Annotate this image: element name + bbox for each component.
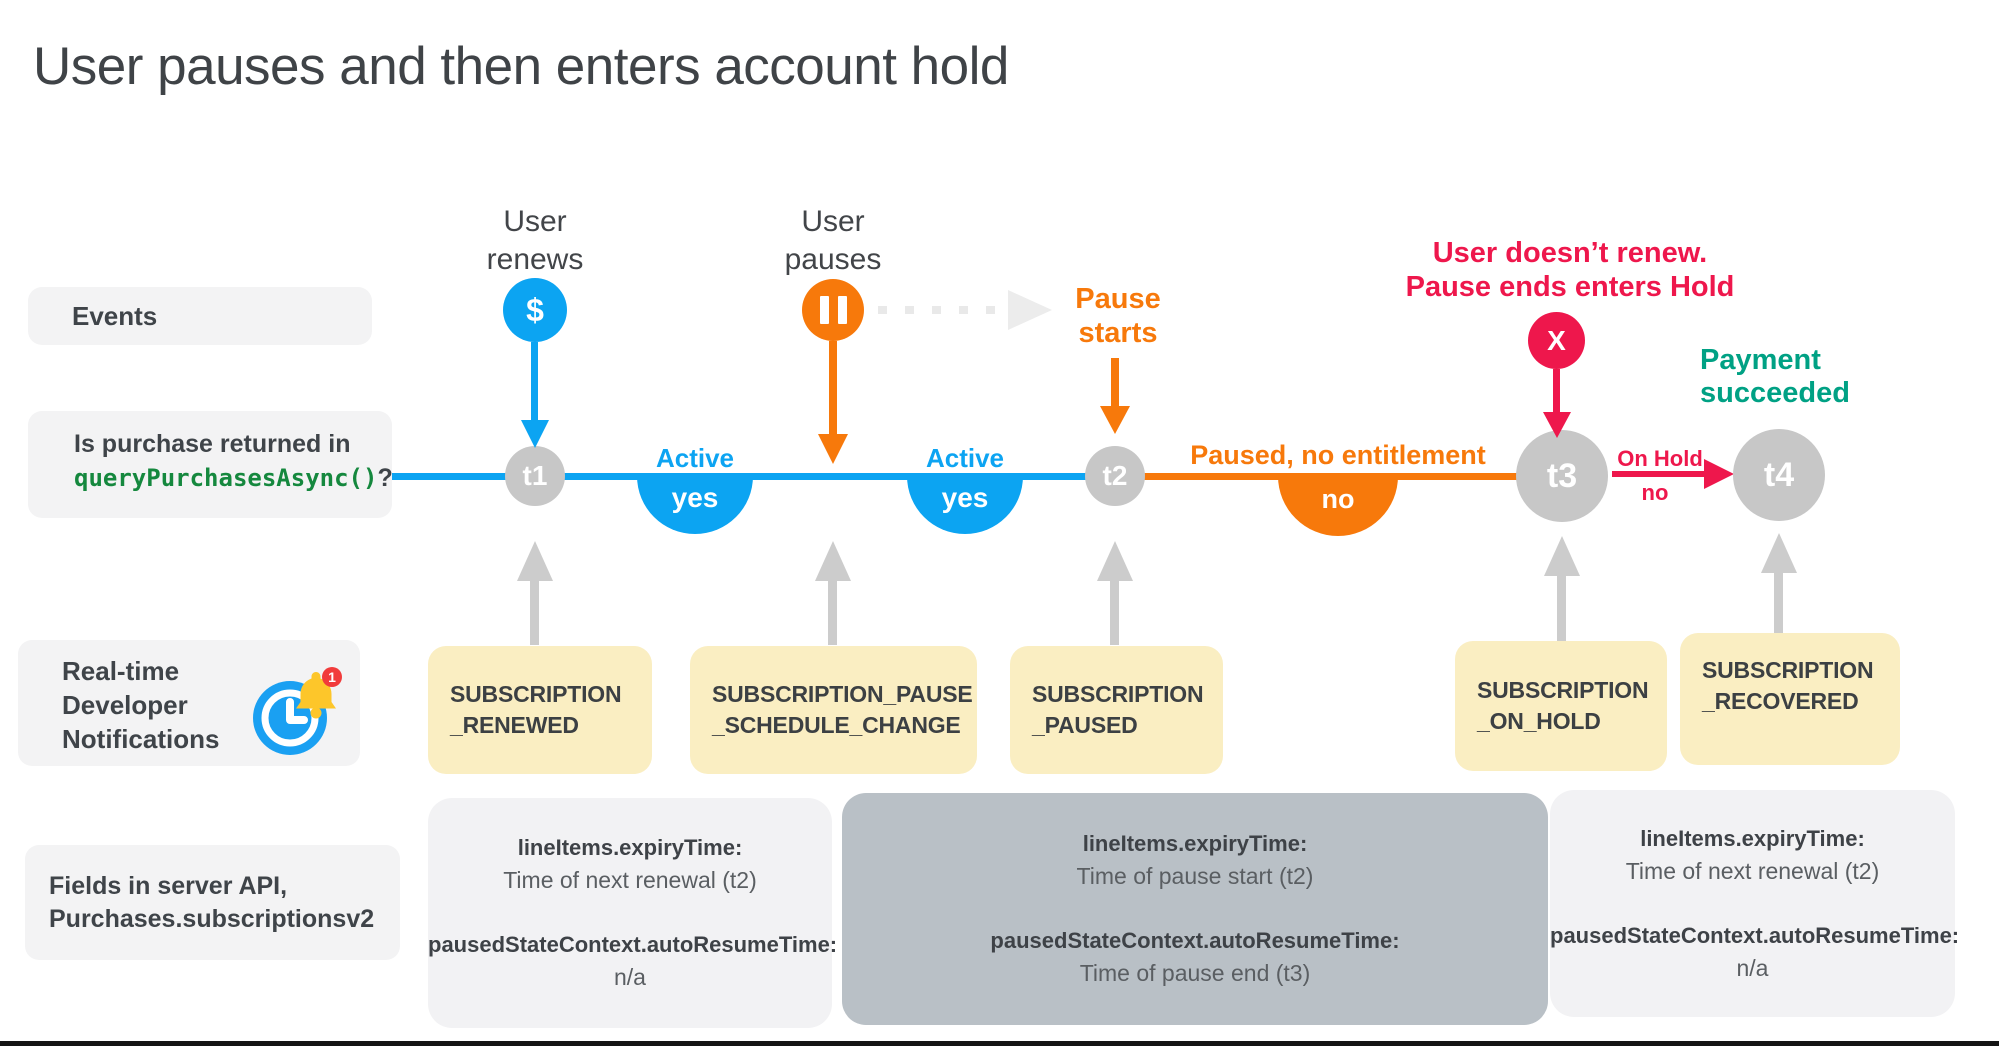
rtdn-arrowhead-5	[1761, 533, 1797, 573]
notification-badge-count: 1	[328, 669, 336, 685]
on-hold-answer: no	[1641, 480, 1669, 505]
pause-icon	[819, 296, 847, 324]
events-label-text: Events	[72, 300, 158, 331]
rtdn-box-paused: SUBSCRIPTION _PAUSED	[1010, 646, 1223, 774]
bell-icon	[296, 672, 336, 719]
rtdn-box-recovered: SUBSCRIPTION _RECOVERED	[1680, 633, 1900, 765]
state-bump-yes-1: yes	[637, 476, 753, 534]
rtdn-box-renewed: SUBSCRIPTION _RENEWED	[428, 646, 652, 774]
dollar-icon: $	[526, 291, 544, 328]
on-hold-arrowhead	[1704, 459, 1734, 489]
rtdn-arrow-shaft-3	[1110, 581, 1119, 645]
hold-event-circle: X	[1528, 312, 1585, 369]
page-title: User pauses and then enters account hold	[33, 37, 1009, 96]
rtdn-arrowhead-4	[1544, 536, 1580, 576]
purchase-question-suffix: ?	[377, 464, 393, 492]
pause-dotted-connector	[878, 306, 1006, 314]
renew-event-circle: $	[503, 278, 567, 342]
timeline-node-t3: t3	[1516, 430, 1608, 522]
x-icon: X	[1547, 324, 1566, 356]
rtdn-label-line2: Developer	[62, 690, 188, 720]
rtdn-box-on-hold: SUBSCRIPTION _ON_HOLD	[1455, 641, 1667, 771]
events-row-label: Events	[28, 287, 372, 345]
rtdn-row-label: Real-time Developer Notifications 1	[18, 640, 360, 766]
timeline-segment-active	[392, 473, 1115, 480]
rtdn-box-pause-schedule-change: SUBSCRIPTION_PAUSE _SCHEDULE_CHANGE	[690, 646, 977, 774]
fields-label-line2: Purchases.subscriptionsv2	[49, 905, 375, 933]
timeline-node-t1: t1	[505, 446, 565, 506]
pause-event-circle	[802, 279, 864, 341]
fields-label-line1: Fields in server API,	[49, 872, 288, 900]
state-label-active-2: Active	[925, 443, 1005, 473]
rtdn-arrowhead-2	[815, 541, 851, 581]
rtdn-arrowhead-1	[517, 541, 553, 581]
payment-succeeded-label: Payment succeeded	[1700, 344, 1850, 409]
on-hold-arrow-shaft	[1612, 471, 1704, 477]
state-bump-yes-2: yes	[907, 476, 1023, 534]
field-box-paused: lineItems.expiryTime: Time of pause star…	[842, 793, 1548, 1025]
purchase-question-row-label: Is purchase returned in queryPurchasesAs…	[28, 411, 393, 518]
rtdn-arrow-shaft-1	[530, 581, 539, 645]
purchase-question-line1: Is purchase returned in	[74, 430, 351, 458]
user-renews-label: User renews	[486, 205, 584, 276]
field-box-renewed: lineItems.expiryTime: Time of next renew…	[428, 798, 837, 1028]
dotted-arrowhead-icon	[1008, 290, 1052, 330]
fields-row-label: Fields in server API, Purchases.subscrip…	[25, 845, 400, 960]
hold-heading: User doesn’t renew. Pause ends enters Ho…	[1405, 237, 1735, 303]
state-bump-no: no	[1278, 476, 1398, 536]
rtdn-arrowhead-3	[1097, 541, 1133, 581]
renew-arrow-shaft	[531, 342, 538, 420]
state-label-active-1: Active	[655, 443, 735, 473]
pause-arrow-shaft	[829, 341, 837, 434]
rtdn-label-line1: Real-time	[62, 656, 180, 686]
on-hold-label: On Hold	[1617, 446, 1703, 471]
renew-arrowhead	[521, 420, 549, 448]
notification-badge	[322, 667, 342, 687]
bottom-rule	[0, 1041, 1999, 1046]
query-purchases-code: queryPurchasesAsync()	[74, 464, 378, 492]
pause-starts-arrowhead	[1100, 406, 1130, 434]
pause-starts-arrow-shaft	[1111, 358, 1119, 406]
user-pauses-label: User pauses	[784, 205, 882, 276]
pause-arrowhead	[818, 434, 848, 464]
hold-arrow-shaft	[1553, 369, 1560, 412]
state-label-paused: Paused, no entitlement	[1190, 440, 1486, 470]
rtdn-arrow-shaft-4	[1557, 576, 1566, 646]
rtdn-clock-bell-icon: 1	[253, 667, 342, 755]
field-box-recovered: lineItems.expiryTime: Time of next renew…	[1550, 790, 1959, 1017]
pause-starts-label: Pause starts	[1075, 283, 1161, 349]
rtdn-arrow-shaft-2	[828, 581, 837, 645]
hold-arrowhead	[1543, 412, 1571, 438]
timeline-node-t2: t2	[1085, 446, 1145, 506]
rtdn-arrow-shaft-5	[1774, 573, 1783, 635]
rtdn-label-line3: Notifications	[62, 724, 220, 754]
timeline-node-t4: t4	[1733, 429, 1825, 521]
